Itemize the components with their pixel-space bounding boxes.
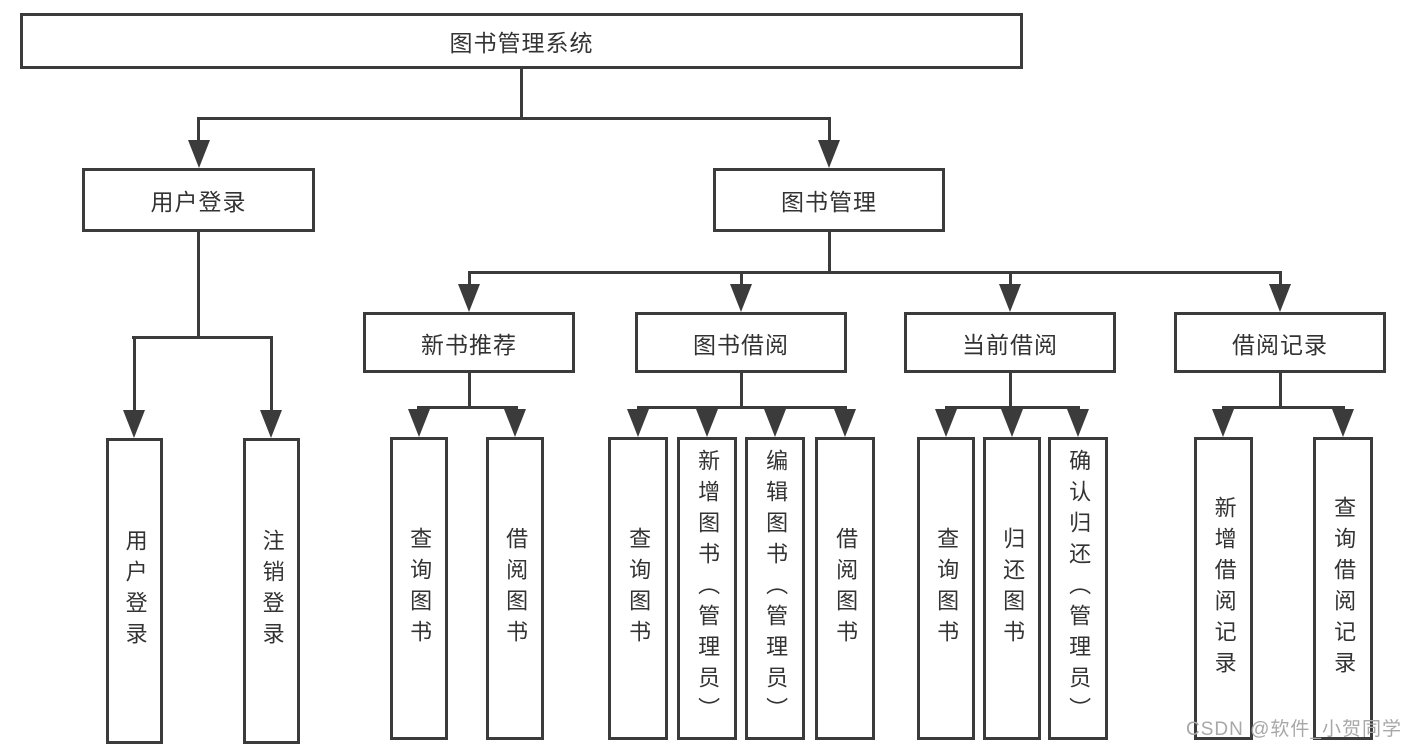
node-new-book-recommend: 新书推荐 (363, 312, 575, 373)
leaf-label: 用户登录 (122, 529, 148, 653)
leaf-add-borrow-record: 新增借阅记录 (1194, 437, 1253, 740)
leaf-borrow-books: 借阅图书 (815, 437, 875, 740)
connector-line (197, 117, 831, 120)
arrowhead-down (123, 410, 145, 438)
arrowhead-down (627, 409, 649, 437)
connector-line (133, 336, 136, 411)
leaf-return-book: 归还图书 (983, 437, 1041, 740)
leaf-label: 新增图书（管理员） (695, 449, 721, 728)
node-current-borrowing: 当前借阅 (904, 312, 1116, 373)
leaf-label: 确认归还（管理员） (1066, 449, 1092, 728)
arrowhead-down (1212, 409, 1234, 437)
arrowhead-down (458, 284, 480, 312)
node-book-borrowing: 图书借阅 (635, 312, 847, 373)
connector-line (740, 271, 743, 288)
arrowhead-down (818, 140, 840, 168)
connector-line (270, 336, 273, 411)
leaf-label: 借阅图书 (833, 526, 859, 651)
arrowhead-down (260, 410, 282, 438)
node-user-login: 用户登录 (82, 168, 315, 232)
arrowhead-down (1332, 409, 1354, 437)
arrowhead-down (730, 284, 752, 312)
connector-line (468, 271, 471, 288)
watermark: CSDN @软件_小贺同学 (1186, 719, 1402, 740)
connector-line (468, 271, 1282, 274)
node-label: 用户登录 (150, 189, 247, 215)
leaf-logout: 注销登录 (243, 438, 300, 744)
connector-line (197, 117, 200, 145)
leaf-label: 新增借阅记录 (1211, 495, 1237, 682)
arrowhead-down (764, 409, 786, 437)
arrowhead-down (1067, 409, 1089, 437)
connector-line (1222, 406, 1345, 409)
arrowhead-down (1269, 284, 1291, 312)
connector-line (468, 373, 471, 409)
connector-line (828, 117, 831, 145)
node-library-management-system: 图书管理系统 (20, 13, 1023, 69)
leaf-add-book-admin: 新增图书（管理员） (677, 437, 737, 740)
connector-line (197, 232, 200, 338)
leaf-user-login: 用户登录 (106, 438, 163, 744)
leaf-label: 查询图书 (407, 526, 433, 651)
node-label: 图书管理 (781, 189, 877, 215)
leaf-edit-book-admin: 编辑图书（管理员） (745, 437, 805, 740)
connector-line (637, 406, 847, 409)
node-label: 图书管理系统 (449, 30, 594, 56)
leaf-label: 归还图书 (1000, 526, 1026, 651)
node-label: 借阅记录 (1232, 331, 1328, 358)
connector-line (1009, 373, 1012, 409)
connector-line (828, 232, 831, 273)
arrowhead-down (696, 409, 718, 437)
arrowhead-down (1001, 409, 1023, 437)
leaf-label: 查询图书 (934, 526, 960, 651)
connector-line (1009, 271, 1012, 288)
leaf-query-borrow-record: 查询借阅记录 (1313, 437, 1373, 740)
leaf-label: 编辑图书（管理员） (763, 449, 789, 728)
leaf-label: 借阅图书 (503, 526, 529, 651)
connector-line (740, 373, 743, 409)
leaf-query-books-borrowing: 查询图书 (608, 437, 668, 740)
node-label: 当前借阅 (962, 331, 1058, 358)
arrowhead-down (504, 409, 526, 437)
leaf-borrow-books-recommend: 借阅图书 (486, 437, 544, 740)
arrowhead-down (408, 409, 430, 437)
leaf-label: 查询图书 (626, 526, 652, 651)
node-borrowing-records: 借阅记录 (1174, 312, 1386, 373)
node-book-management: 图书管理 (713, 168, 945, 232)
arrowhead-down (935, 409, 957, 437)
leaf-label: 查询借阅记录 (1331, 495, 1357, 682)
leaf-query-books-current: 查询图书 (917, 437, 975, 740)
node-label: 新书推荐 (421, 331, 517, 358)
connector-line (1279, 373, 1282, 409)
leaf-label: 注销登录 (259, 529, 285, 653)
connector-line (132, 336, 273, 339)
arrowhead-down (834, 409, 856, 437)
connector-line (417, 406, 518, 409)
node-label: 图书借阅 (693, 331, 789, 358)
connector-line (945, 406, 1080, 409)
leaf-confirm-return-admin: 确认归还（管理员） (1048, 437, 1108, 740)
arrowhead-down (188, 140, 210, 168)
connector-line (1279, 271, 1282, 288)
arrowhead-down (999, 284, 1021, 312)
connector-line (520, 69, 523, 119)
leaf-query-books-recommend: 查询图书 (390, 437, 448, 740)
